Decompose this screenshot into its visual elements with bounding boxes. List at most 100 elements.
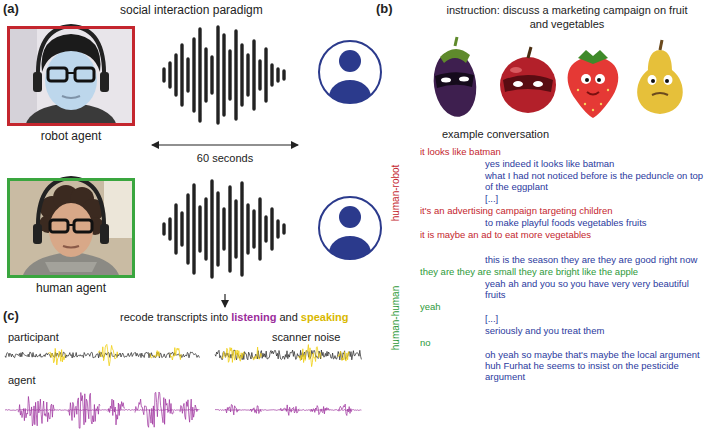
agent-label: human agent <box>0 281 144 295</box>
strawberry-picture <box>568 57 619 118</box>
utterance: no <box>420 337 705 348</box>
condition-label: human-robot <box>390 165 402 222</box>
utterance: seriously and you treat them <box>485 325 705 336</box>
strawberry-picture <box>585 78 589 82</box>
strawberry-picture <box>577 89 579 91</box>
robot-photo <box>7 26 37 126</box>
panel-letter: (c) <box>3 308 19 324</box>
listening-segment <box>108 399 125 425</box>
human-photo <box>50 220 68 232</box>
listening-segment <box>180 399 198 422</box>
strawberry-picture <box>568 50 619 118</box>
utterance: it's an advertising campaign targeting c… <box>420 205 705 216</box>
panel-heading: social interaction paradigm <box>120 3 263 18</box>
speech-waveform <box>164 181 284 277</box>
waveform-bars <box>164 181 284 277</box>
speech-waveform <box>164 27 284 123</box>
pear-picture <box>651 79 655 83</box>
human-photo <box>33 224 42 244</box>
pear-picture <box>652 93 668 95</box>
speaking-segment <box>150 351 160 358</box>
robot-photo <box>7 26 135 126</box>
listening-segment <box>135 392 174 427</box>
robot-photo <box>48 68 67 81</box>
robot-photo <box>75 68 94 81</box>
apple-picture <box>510 67 522 73</box>
track-label: scanner noise <box>272 330 341 344</box>
participant-avatar <box>329 80 371 114</box>
strawberry-picture <box>578 50 608 64</box>
recode-word: and <box>279 310 297 324</box>
participant-avatar <box>339 206 361 228</box>
robot-photo <box>7 26 135 126</box>
speaking-segment <box>252 347 262 360</box>
participant-avatar <box>339 50 361 72</box>
robot-photo <box>100 72 109 92</box>
strawberry-picture <box>592 109 594 111</box>
robot-photo <box>38 26 104 80</box>
strawberry-picture <box>584 103 586 105</box>
recode-word: listening <box>231 310 276 324</box>
listening-segment <box>250 406 261 414</box>
utterance: [...] <box>485 193 705 204</box>
listening-segment <box>225 405 239 415</box>
human-photo <box>68 224 74 226</box>
agent-photo-frame: human agent <box>7 178 135 278</box>
speaking-segment <box>298 345 321 367</box>
listening-segment <box>280 405 299 416</box>
robot-photo <box>67 72 75 74</box>
speaking-segment <box>170 348 181 360</box>
human-photo <box>74 220 92 232</box>
strawberry-picture <box>587 92 599 95</box>
strawberry-picture <box>597 78 601 82</box>
human-photo <box>100 224 109 244</box>
human-photo <box>7 178 135 278</box>
strawberry-picture <box>600 103 602 105</box>
apple-picture <box>533 81 543 87</box>
panel-letter: (b) <box>376 1 393 17</box>
recode-word: recode transcripts into <box>120 310 228 324</box>
pear-picture <box>637 40 683 114</box>
listening-segment <box>68 393 100 429</box>
condition-label: human-human <box>390 286 402 350</box>
duration-arrow <box>152 144 298 145</box>
utterance: [...] <box>485 313 705 324</box>
utterance: they are they are small they are bright … <box>420 266 705 277</box>
utterance: yeah ah and you so you have very very be… <box>485 278 705 300</box>
listening-segment <box>338 404 352 415</box>
participant-avatar <box>319 197 381 270</box>
agent-photo-frame: robot agent <box>7 26 135 126</box>
eggplant-picture <box>435 72 474 88</box>
eggplant-picture <box>455 37 457 46</box>
apple-picture <box>500 57 556 113</box>
pear-picture <box>637 50 683 114</box>
waveform-bars <box>164 27 284 123</box>
listening-segment <box>310 406 329 415</box>
human-photo <box>45 262 97 272</box>
human-photo <box>49 203 93 257</box>
speaking-segment <box>222 348 244 363</box>
utterance: it is maybe an ad to eat more vegetables <box>420 229 705 240</box>
human-photo <box>63 246 79 248</box>
eggplant-picture <box>440 49 470 63</box>
pear-picture <box>664 75 673 85</box>
eggplant-picture <box>430 37 481 120</box>
robot-photo <box>45 50 97 110</box>
pear-picture <box>665 79 669 83</box>
eggplant-picture <box>441 78 451 83</box>
apple-picture <box>528 47 531 58</box>
robot-photo <box>62 96 80 98</box>
human-photo <box>38 178 104 232</box>
utterance: to make playful foods vegetables fruits <box>485 217 705 228</box>
recode-heading: recode transcripts intolisteningandspeak… <box>120 310 352 324</box>
panel-letter: (a) <box>3 1 19 17</box>
pear-picture <box>660 40 662 50</box>
speaking-segment <box>338 351 349 361</box>
apple-picture <box>513 81 523 87</box>
participant-avatar <box>329 50 371 114</box>
section-heading: example conversation <box>442 127 549 141</box>
utterance: this is the season they are they are goo… <box>485 254 705 265</box>
duration-label: 60 seconds <box>197 151 253 165</box>
speaking-segment <box>48 348 66 365</box>
